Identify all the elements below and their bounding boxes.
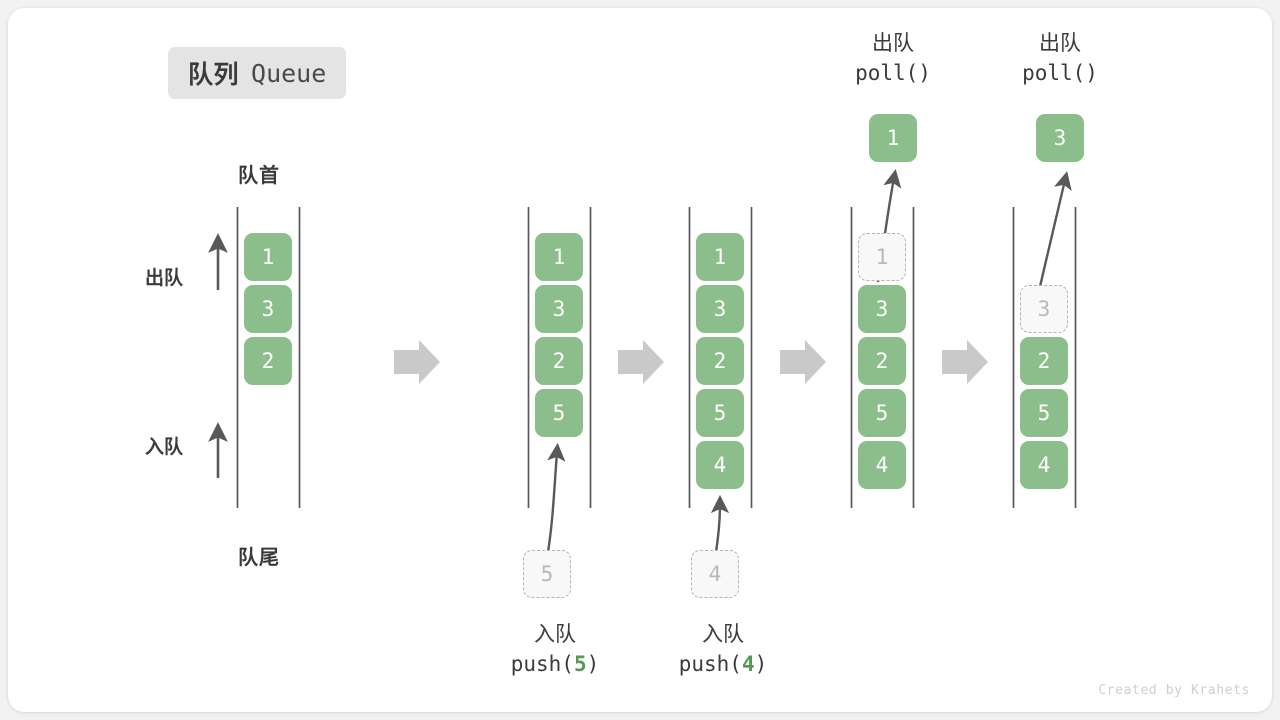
credit-text: Created by Krahets [1098, 683, 1250, 698]
queue-cell: 5 [696, 389, 744, 437]
incoming-element: 5 [523, 550, 571, 598]
title-badge: 队列 Queue [168, 47, 347, 99]
queue-cell: 3 [244, 285, 292, 333]
poll-1-caption: 出队 poll() [781, 29, 1005, 89]
queue-head-label: 队首 [238, 165, 280, 187]
queue-cell: 2 [535, 337, 583, 385]
queue-cell: 3 [535, 285, 583, 333]
queue-cell: 2 [244, 337, 292, 385]
dequeue-side-label: 出队 [145, 268, 184, 289]
poll-1-caption-cn: 出队 [872, 32, 914, 55]
outgoing-element: 1 [869, 114, 917, 162]
queue-cell: 5 [535, 389, 583, 437]
poll-1-caption-code: poll() [855, 60, 931, 85]
push-4-caption-cn: 入队 [702, 623, 744, 646]
queue-cell: 5 [1020, 389, 1068, 437]
queue-cell: 2 [1020, 337, 1068, 385]
poll-3-caption: 出队 poll() [948, 29, 1172, 89]
poll-3-caption-code: poll() [1022, 60, 1098, 85]
queue-cell: 2 [858, 337, 906, 385]
queue-cell: 2 [696, 337, 744, 385]
push-4-caption: 入队 push(4) [611, 620, 835, 680]
queue-cell: 4 [1020, 441, 1068, 489]
queue-cell: 3 [858, 285, 906, 333]
enqueue-side-label: 入队 [145, 437, 184, 458]
queue-cell-removed: 1 [858, 233, 906, 281]
queue-cell-removed: 3 [1020, 285, 1068, 333]
queue-cell: 4 [696, 441, 744, 489]
queue-cell: 1 [535, 233, 583, 281]
title-cn: 队列 [188, 61, 240, 89]
queue-cell: 3 [696, 285, 744, 333]
incoming-element: 4 [691, 550, 739, 598]
push-5-caption: 入队 push(5) [443, 620, 667, 680]
queue-cell: 1 [696, 233, 744, 281]
outgoing-element: 3 [1036, 114, 1084, 162]
queue-tail-label: 队尾 [238, 547, 280, 569]
queue-cell: 5 [858, 389, 906, 437]
queue-cell: 1 [244, 233, 292, 281]
queue-cell: 4 [858, 441, 906, 489]
push-5-caption-cn: 入队 [534, 623, 576, 646]
push-4-caption-code: push(4) [678, 651, 768, 676]
poll-3-caption-cn: 出队 [1039, 32, 1081, 55]
title-en: Queue [251, 58, 327, 88]
push-5-caption-code: push(5) [510, 651, 600, 676]
diagram-card [8, 8, 1272, 712]
